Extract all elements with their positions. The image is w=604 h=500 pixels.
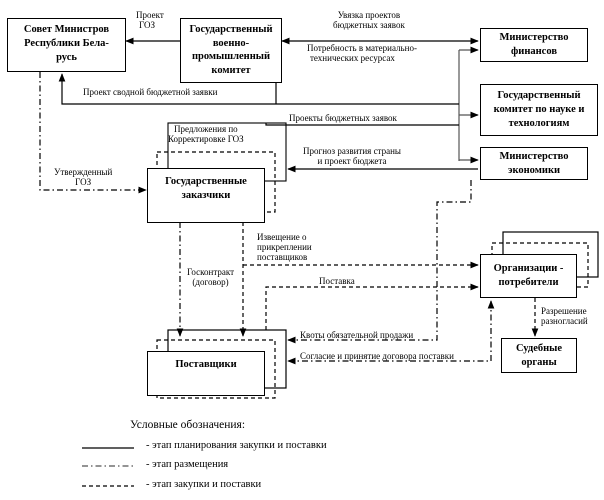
- label-goz-proposals-line-1: Предложения по: [174, 124, 238, 134]
- label-project-goz-line-2: ГОЗ: [139, 20, 155, 30]
- node-min-economy-line-2: экономики: [507, 164, 561, 176]
- node-min-economy: Министерство экономики: [480, 147, 588, 180]
- label-delivery: Поставка: [319, 276, 355, 286]
- node-state-customers: Государственные заказчики: [147, 168, 265, 223]
- label-material-need: Потребность в материально- технических р…: [307, 43, 417, 63]
- label-budget-link: Увязка проектов бюджетных заявок: [333, 10, 405, 30]
- node-state-customers-line-1: Государственные: [165, 176, 247, 187]
- label-dispute-line-1: Разрешение: [541, 306, 587, 316]
- node-military-committee-line-4: комитет: [211, 64, 251, 76]
- label-goz-proposals: Предложения по Корректировке ГОЗ: [168, 124, 244, 144]
- label-approved-goz-line-2: ГОЗ: [75, 177, 92, 187]
- label-consolidated-budget: Проект сводной бюджетной заявки: [83, 87, 218, 97]
- node-min-finance: Министерство финансов: [480, 28, 588, 62]
- node-council: Совет Министров Республики Бела- русь: [7, 18, 126, 72]
- label-dispute: Разрешение разногласий: [541, 306, 588, 326]
- node-military-committee-line-3: промышленный: [191, 51, 271, 62]
- edge-consolidated-budget: [58, 73, 459, 105]
- label-state-contract-line-1: Госконтракт: [187, 267, 235, 277]
- label-forecast: Прогноз развития страны и проект бюджета: [303, 146, 401, 166]
- label-project-goz: Проект ГОЗ: [136, 10, 164, 30]
- node-science-committee: Государственный комитет по науке и техно…: [480, 84, 598, 136]
- label-forecast-line-2: и проект бюджета: [317, 156, 387, 166]
- label-budget-projects: Проекты бюджетных заявок: [289, 113, 397, 123]
- node-courts-line-2: органы: [521, 356, 557, 368]
- edge-agreement: [287, 300, 495, 365]
- label-project-goz-line-1: Проект: [136, 10, 164, 20]
- node-council-line-1: Совет Министров: [23, 24, 110, 35]
- label-material-need-line-1: Потребность в материально-: [307, 43, 417, 53]
- legend-item-solid: - этап планирования закупки и поставки: [146, 440, 327, 451]
- node-military-committee-line-2: военно-: [212, 37, 250, 49]
- label-budget-link-line-1: Увязка проектов: [337, 10, 401, 20]
- node-courts: Судебные органы: [501, 338, 577, 373]
- label-budget-link-line-2: бюджетных заявок: [333, 20, 405, 30]
- label-attachment-notice-line-1: Извещение о: [257, 232, 307, 242]
- label-approved-goz: Утвержденный ГОЗ: [54, 167, 112, 187]
- node-military-committee-line-1: Государственный: [189, 24, 273, 35]
- node-suppliers: Поставщики: [147, 351, 265, 396]
- legend-item-dashed: - этап закупки и поставки: [146, 479, 262, 490]
- node-min-finance-line-1: Министерство: [499, 32, 569, 43]
- label-goz-proposals-line-2: Корректировке ГОЗ: [168, 134, 244, 144]
- edge-budget-projects: [265, 123, 459, 126]
- label-dispute-line-2: разногласий: [541, 316, 588, 326]
- label-state-contract-line-2: (договор): [192, 277, 229, 287]
- node-min-economy-line-1: Министерство: [499, 150, 569, 162]
- label-material-need-line-2: технических ресурсах: [310, 53, 395, 63]
- node-min-finance-line-2: финансов: [511, 46, 557, 57]
- node-consumers: Организации - потребители: [480, 254, 577, 298]
- node-courts-line-1: Судебные: [515, 342, 563, 354]
- node-state-customers-line-2: заказчики: [181, 190, 231, 201]
- node-council-line-2: Республики Бела-: [24, 38, 109, 49]
- node-consumers-line-1: Организации -: [493, 263, 564, 274]
- label-state-contract: Госконтракт (договор): [187, 267, 234, 287]
- node-science-committee-line-1: Государственный: [497, 90, 581, 101]
- label-approved-goz-line-1: Утвержденный: [54, 167, 113, 177]
- label-attachment-notice: Извещение о прикреплении поставщиков: [257, 232, 312, 262]
- label-forecast-line-1: Прогноз развития страны: [303, 146, 401, 156]
- legend-title: Условные обозначения:: [130, 419, 246, 431]
- node-science-committee-line-3: технологиям: [508, 118, 570, 129]
- node-military-committee: Государственный военно- промышленный ком…: [180, 18, 282, 83]
- node-science-committee-line-2: комитет по науке и: [493, 104, 585, 115]
- label-attachment-notice-line-3: поставщиков: [257, 252, 308, 262]
- legend-item-dash-dot: - этап размещения: [146, 459, 229, 470]
- edge-approved-goz: [39, 72, 147, 194]
- edge-quotas: [287, 180, 472, 344]
- edge-delivery: [265, 283, 479, 330]
- label-agreement: Согласие и принятие договора поставки: [300, 351, 454, 361]
- label-quotas: Квоты обязательной продажи: [300, 330, 414, 340]
- node-council-line-3: русь: [56, 52, 77, 63]
- node-suppliers-line-1: Поставщики: [175, 359, 237, 370]
- label-attachment-notice-line-2: прикреплении: [257, 242, 312, 252]
- node-consumers-line-2: потребители: [498, 277, 559, 288]
